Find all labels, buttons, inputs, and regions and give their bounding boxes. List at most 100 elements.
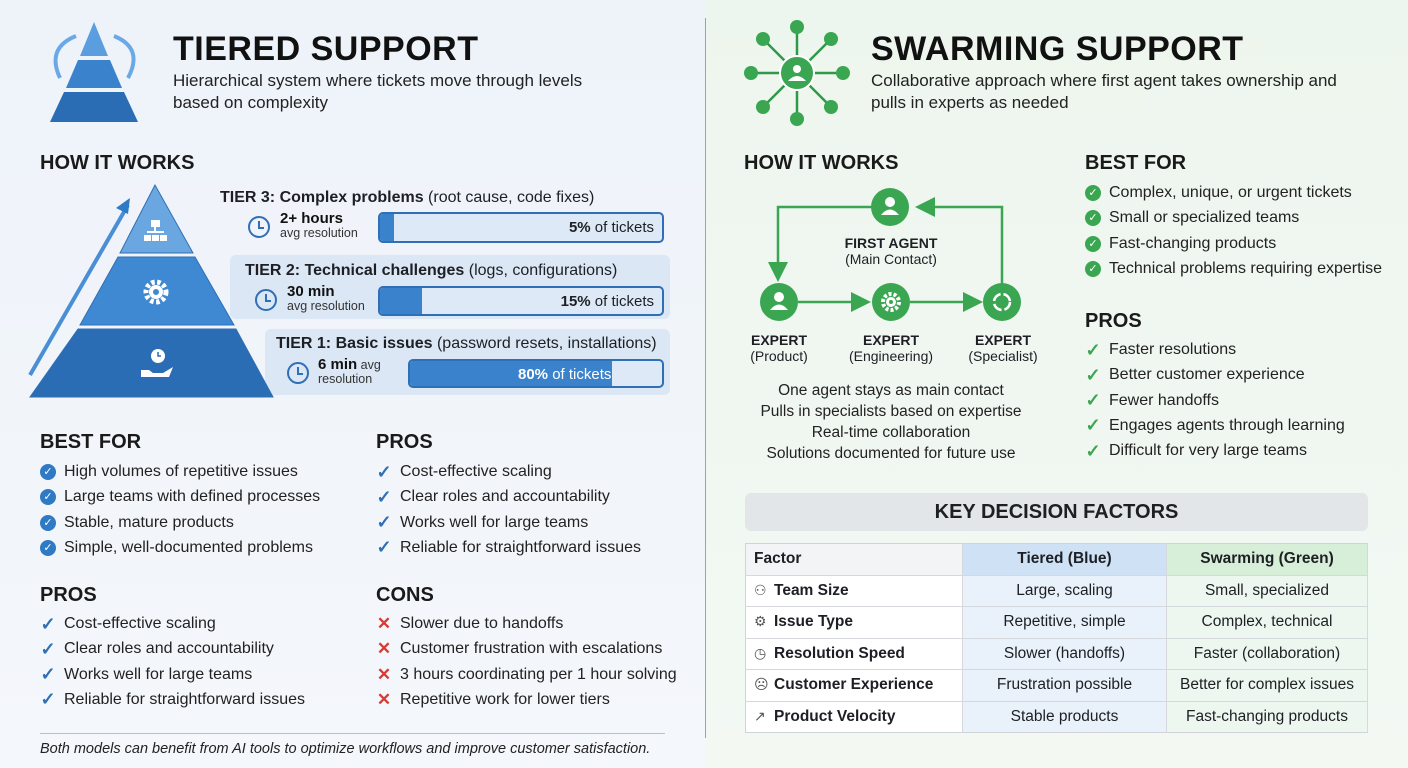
list-item: ✓Stable, mature products <box>40 513 320 533</box>
list-item: ✓Reliable for straightforward issues <box>376 537 641 558</box>
x-icon: ✕ <box>376 614 392 633</box>
panel-divider <box>705 18 706 738</box>
check-icon: ✓ <box>40 638 56 659</box>
header-swarming: Swarming (Green) <box>1166 543 1368 576</box>
list-item: ✓Works well for large teams <box>376 512 589 533</box>
expert-specialist-label: EXPERT(Specialist) <box>968 332 1038 364</box>
swarming-best-for-heading: BEST FOR <box>1085 152 1187 174</box>
tier3-ticket-bar: 5% of tickets <box>378 212 664 243</box>
check-circle-icon: ✓ <box>40 464 56 480</box>
swarming-pros-heading: PROS <box>1085 310 1142 332</box>
expert-product-icon <box>760 283 798 321</box>
check-circle-icon: ✓ <box>1085 210 1101 227</box>
tier-pyramid <box>28 183 274 398</box>
org-chart-icon <box>144 220 167 241</box>
clock-icon <box>287 362 309 384</box>
list-item: ✓Cost-effective scaling <box>40 613 216 634</box>
note: One agent stays as main contact <box>778 382 1004 399</box>
tier1-title: TIER 1: Basic issues (password resets, i… <box>276 335 657 352</box>
check-circle-icon: ✓ <box>40 539 56 556</box>
x-icon: ✕ <box>376 689 392 709</box>
escalation-arrow-icon <box>116 198 130 214</box>
tiered-cons-list: ✕Slower due to handoffs ✕Customer frustr… <box>376 614 677 710</box>
list-item: ✓Clear roles and accountability <box>376 486 610 507</box>
list-item: ✓Difficult for very large teams <box>1085 440 1307 461</box>
first-agent-icon <box>871 188 909 226</box>
gears-icon: ⚙ <box>754 613 767 630</box>
check-icon: ✓ <box>1085 339 1101 360</box>
note: Solutions documented for future use <box>766 445 1016 462</box>
list-item: ✕Repetitive work for lower tiers <box>376 689 610 709</box>
tiered-best-for-list: ✓High volumes of repetitive issues ✓Larg… <box>40 462 320 558</box>
check-icon: ✓ <box>376 486 392 507</box>
clock-icon <box>255 289 277 311</box>
footer-divider <box>40 733 665 734</box>
decision-factors-title: KEY DECISION FACTORS <box>745 493 1368 531</box>
note: Pulls in specialists based on expertise <box>760 403 1022 420</box>
header-factor: Factor <box>745 543 963 576</box>
list-item: ✓Simple, well-documented problems <box>40 538 320 558</box>
list-item: ✓Cost-effective scaling <box>376 461 552 482</box>
gear-icon <box>143 279 169 305</box>
list-item: ✓Engages agents through learning <box>1085 415 1345 436</box>
list-item: ✓Works well for large teams <box>40 664 253 685</box>
list-item: ✓Reliable for straightforward issues <box>40 689 305 710</box>
list-item: ✕3 hours coordinating per 1 hour solving <box>376 664 677 684</box>
check-icon: ✓ <box>40 664 56 685</box>
list-item: ✓Small or specialized teams <box>1085 208 1382 228</box>
list-item: ✕Slower due to handoffs <box>376 614 564 633</box>
tiered-pros-list-right: ✓Cost-effective scaling ✓Clear roles and… <box>376 462 641 558</box>
check-circle-icon: ✓ <box>1085 260 1101 277</box>
check-icon: ✓ <box>376 537 392 558</box>
tiered-best-for-heading: BEST FOR <box>40 431 142 453</box>
list-item: ✕Customer frustration with escalations <box>376 639 663 659</box>
sad-face-icon: ☹ <box>754 676 769 693</box>
tier3-title: TIER 3: Complex problems (root cause, co… <box>220 189 595 206</box>
list-item: ✓Fast-changing products <box>1085 234 1382 254</box>
decision-factors-table: Factor Tiered (Blue) Swarming (Green) ⚇T… <box>745 543 1368 733</box>
swarming-best-for-list: ✓Complex, unique, or urgent tickets ✓Sma… <box>1085 183 1382 279</box>
list-item: ✓High volumes of repetitive issues <box>40 462 320 482</box>
tiered-title: TIERED SUPPORT <box>173 30 479 68</box>
footer-note: Both models can benefit from AI tools to… <box>40 741 651 757</box>
first-agent-label: FIRST AGENT(Main Contact) <box>844 235 938 267</box>
table-header-row: Factor Tiered (Blue) Swarming (Green) <box>745 543 1368 576</box>
x-icon: ✕ <box>376 639 392 659</box>
tier2-ticket-bar: 15% of tickets <box>378 286 664 316</box>
list-item: ✓Clear roles and accountability <box>40 638 274 659</box>
swarming-title: SWARMING SUPPORT <box>871 30 1244 68</box>
list-item: ✓Complex, unique, or urgent tickets <box>1085 183 1382 203</box>
check-circle-icon: ✓ <box>1085 235 1101 252</box>
check-icon: ✓ <box>1085 390 1101 411</box>
clock-icon: ◷ <box>754 644 767 661</box>
pyramid-logo-icon <box>50 22 138 122</box>
check-icon: ✓ <box>1085 440 1101 461</box>
tiered-pros-heading: PROS <box>40 584 97 606</box>
tier1-ticket-bar: 80% of tickets <box>408 359 664 388</box>
tiered-pros-list: ✓Cost-effective scaling ✓Clear roles and… <box>40 614 305 710</box>
expert-product-label: EXPERT(Product) <box>750 332 808 364</box>
check-circle-icon: ✓ <box>40 514 56 531</box>
check-icon: ✓ <box>40 613 56 634</box>
note: Real-time collaboration <box>811 424 971 441</box>
expert-engineering-label: EXPERT(Engineering) <box>848 332 934 364</box>
tiered-cons-heading: CONS <box>376 584 434 606</box>
list-item: ✓Better customer experience <box>1085 364 1305 385</box>
check-circle-icon: ✓ <box>1085 185 1101 201</box>
check-icon: ✓ <box>40 689 56 710</box>
swarm-flow-diagram <box>760 188 1021 321</box>
swarming-subtitle: Collaborative approach where first agent… <box>871 71 1337 112</box>
expert-engineering-gear-icon <box>872 283 910 321</box>
check-icon: ✓ <box>1085 415 1101 436</box>
tier1-time: 6 min avg resolution <box>318 356 381 386</box>
list-item: ✓Large teams with defined processes <box>40 487 320 507</box>
hand-clock-icon <box>141 349 173 377</box>
tiered-pros-heading-right: PROS <box>376 431 433 453</box>
